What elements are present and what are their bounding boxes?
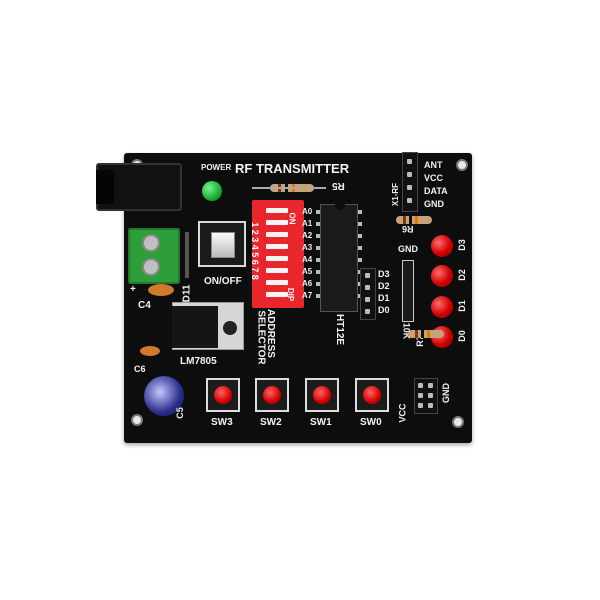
chip-pins-left [316,210,320,306]
address-pin-label: A3 [302,243,313,252]
led-d2 [431,265,453,287]
capacitor-c5 [144,376,184,416]
push-button-icon[interactable] [214,386,232,404]
encoder-label: HT12E [334,313,346,346]
address-pin-labels: A0 A1 A2 A3 A4 A5 A6 A7 [302,206,316,302]
resistor-network-10k [402,260,414,322]
screw-terminal-icon[interactable] [142,234,160,252]
switch-sw1[interactable] [305,378,339,412]
rf-header-label: X1-RF [391,182,401,207]
plus-label: + [130,284,136,295]
dip-numbers: 1 2 3 4 5 6 7 8 [249,222,260,280]
dip-switch-toggle[interactable] [266,232,288,237]
led-label: D1 [456,300,467,312]
power-led [202,181,222,201]
switch-sw3[interactable] [206,378,240,412]
label-r5: R5 [332,180,345,191]
switch-label: SW3 [211,417,233,428]
led-label: D2 [456,269,467,281]
address-pin-label: A6 [302,279,313,288]
dc-jack-opening [96,170,114,204]
heatsink-hole [223,321,237,335]
capacitor-c6 [140,346,160,356]
dip-switch-toggle[interactable] [266,268,288,273]
board-title: RF TRANSMITTER [235,161,350,176]
regulator-label: LM7805 [180,356,217,367]
dip-switch[interactable] [252,200,304,308]
label-c6: C6 [134,364,146,374]
push-button-icon[interactable] [313,386,331,404]
gnd-label: GND [424,199,444,209]
address-pin-label: A2 [302,231,313,240]
regulator-lm7805 [172,306,218,348]
led-d1 [431,296,453,318]
dip-switch-toggle[interactable] [266,280,288,285]
resistor-r7 [408,330,444,338]
mounting-hole [452,416,464,428]
terminal-block[interactable] [128,228,180,284]
address-pin-label: A7 [302,291,313,300]
address-pin-label: A0 [302,207,313,216]
dip-switch-toggle[interactable] [266,244,288,249]
vcc-bottom-label: VCC [397,403,408,423]
power-pin-header[interactable] [414,378,438,414]
resistor-lead [252,187,326,189]
led-d3 [431,235,453,257]
push-button-icon[interactable] [363,386,381,404]
diode-d11 [185,232,189,278]
gnd-bottom-label: GND [441,383,451,403]
switch-sw0[interactable] [355,378,389,412]
switch-label: SW1 [310,417,332,428]
selector-label: SELECTOR [255,310,267,365]
dip-switch-toggle[interactable] [266,256,288,261]
switch-label: SW2 [260,417,282,428]
power-label: POWER [201,163,232,172]
label-r6: R6 [402,224,414,234]
led-label: D0 [456,330,467,342]
on-off-switch-button[interactable] [211,232,235,258]
chip-notch [335,204,345,210]
rf-module-header[interactable] [402,152,418,212]
switch-label: SW0 [360,417,382,428]
ht12e-chip [320,204,358,312]
dip-label: DIP [286,287,296,302]
chip-pins-right [358,210,362,306]
ant-label: ANT [424,160,443,170]
on-off-switch[interactable] [198,221,246,267]
screw-terminal-icon[interactable] [142,258,160,276]
dip-switch-toggle[interactable] [266,208,288,213]
on-off-label: ON/OFF [204,276,242,287]
capacitor-c4 [148,284,174,296]
data-pin-label: D1 [378,293,390,303]
led-label: D3 [456,239,467,251]
data-pin-label: D3 [378,269,390,279]
switch-sw2[interactable] [255,378,289,412]
label-d11: D11 [181,284,193,303]
gnd-label-mid: GND [398,244,418,254]
dip-on-label: ON [287,212,297,225]
dip-switch-toggle[interactable] [266,220,288,225]
data-pin-labels: D3 D2 D1 D0 [378,268,394,320]
address-pin-label: A1 [302,219,313,228]
data-label: DATA [424,186,448,196]
resistor-r6 [396,216,432,224]
vcc-label: VCC [424,173,444,183]
mounting-hole [131,414,143,426]
label-c4: C4 [138,300,151,311]
address-pin-label: A5 [302,267,313,276]
data-pin-header[interactable] [360,268,376,320]
address-pin-label: A4 [302,255,313,264]
data-pin-label: D0 [378,305,390,315]
mounting-hole [456,159,468,171]
push-button-icon[interactable] [263,386,281,404]
data-pin-label: D2 [378,281,390,291]
label-c5: C5 [174,407,185,419]
dip-switch-toggle[interactable] [266,292,288,297]
